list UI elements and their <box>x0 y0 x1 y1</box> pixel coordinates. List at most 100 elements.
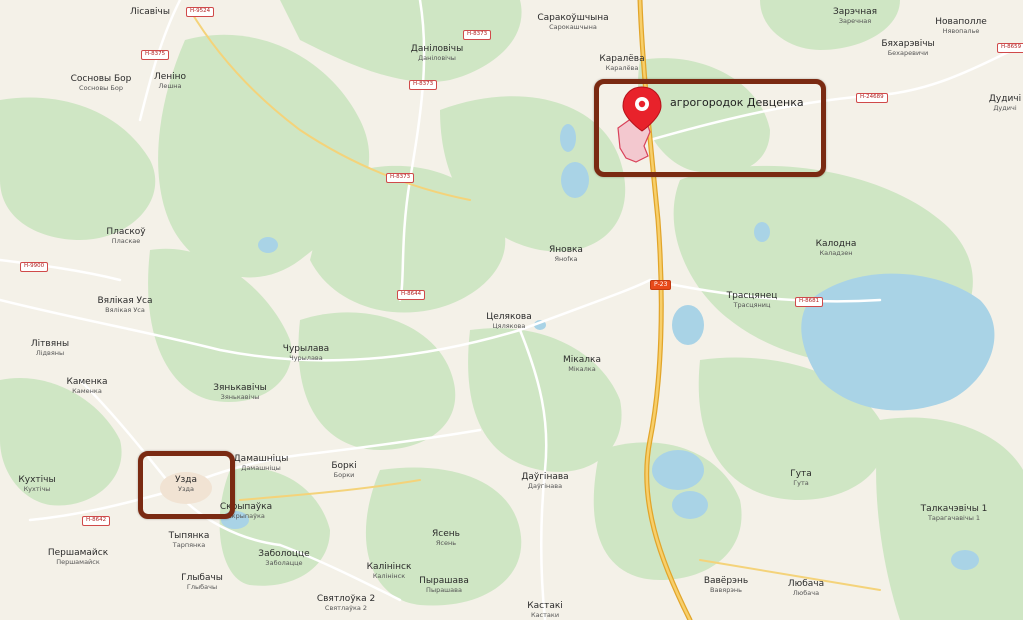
settlement-name: Ленінo <box>153 72 187 82</box>
settlement-name: Вавёрэнь <box>703 576 749 586</box>
settlement-subname: Мікалка <box>568 365 596 373</box>
settlement-name: Пласкоў <box>106 227 146 237</box>
settlement-label[interactable]: Лісавічы <box>130 8 170 17</box>
settlement-subname: Тарпянка <box>172 541 206 549</box>
settlement-subname: Дудичі <box>993 104 1017 112</box>
settlement-subname: Дамашніцы <box>241 464 281 472</box>
settlement-subname: Першамайск <box>56 558 100 566</box>
settlement-name: Гута <box>790 469 812 479</box>
settlement-name: Літвяны <box>30 339 70 349</box>
settlement-subname: Калінінск <box>372 572 406 580</box>
settlement-subname: Святлаўка 2 <box>324 604 368 612</box>
settlement-name: Новаполле <box>935 17 987 27</box>
settlement-subname: Каменка <box>72 387 102 395</box>
road-number-badge: Н-9524 <box>186 7 215 17</box>
settlement-subname: Пырашава <box>426 586 462 594</box>
settlement-label-uzda[interactable]: Узда Узда <box>175 476 197 493</box>
settlement-name: Чурылава <box>282 344 330 354</box>
settlement-subname: Лешна <box>158 82 182 90</box>
road-number-badge: Н-8375 <box>141 50 170 60</box>
settlement-name: Кухтічы <box>18 475 56 485</box>
map-pin-icon[interactable] <box>620 85 664 133</box>
settlement-name: Каралёва <box>599 54 645 64</box>
settlement-subname: Каладзен <box>819 249 853 257</box>
settlement-name: Калодна <box>815 239 857 249</box>
settlement-subname: Заболацце <box>265 559 303 567</box>
settlement-name: Тыпянка <box>168 531 210 541</box>
road-number-badge: Н-8373 <box>463 30 492 40</box>
secondary-roads <box>189 9 881 591</box>
road-number-badge: Н-8373 <box>409 80 438 90</box>
settlement-name: Пырашава <box>419 576 469 586</box>
settlement-name: Саракоўшчына <box>537 13 609 23</box>
settlement-subname: Каралёва <box>605 64 639 72</box>
settlement-subname: Бехаревичи <box>887 49 929 57</box>
settlement-subname: Сарокашчына <box>549 23 597 31</box>
road-number-badge: Н-8642 <box>82 516 111 526</box>
settlement-subname: Борки <box>333 471 355 479</box>
settlement-name: Мікалка <box>563 355 601 365</box>
settlement-subname: Цялякова <box>492 322 526 330</box>
settlement-name: Вялікая Уса <box>97 296 153 306</box>
road-number-badge: Н-8644 <box>397 290 426 300</box>
settlement-subname: Гута <box>793 479 809 487</box>
settlement-name: Бяхарэвічы <box>881 39 935 49</box>
settlement-name: Дамашніцы <box>233 454 289 464</box>
settlement-subname: Чурылава <box>289 354 323 362</box>
settlement-subname: Кастаки <box>530 611 560 619</box>
settlement-name: Талкачэвічы 1 <box>920 504 988 514</box>
settlement-name: Даніловічы <box>410 44 464 54</box>
settlement-subname: Даніловічы <box>418 54 456 62</box>
road-number-badge: Р-23 <box>650 280 672 290</box>
settlement-subname: Зянькавічы <box>220 393 260 401</box>
road-number-badge: Н-8373 <box>386 173 415 183</box>
settlement-subname: Нявопалье <box>942 27 980 35</box>
settlement-name: Каменка <box>66 377 108 387</box>
settlement-name: Сосновы Бор <box>70 74 132 84</box>
road-number-badge: Н-8659 <box>997 43 1023 53</box>
road-number-badge: Н-8681 <box>795 297 824 307</box>
highlight-box-uzda <box>138 451 235 519</box>
settlement-name: Заболоцце <box>258 549 310 559</box>
